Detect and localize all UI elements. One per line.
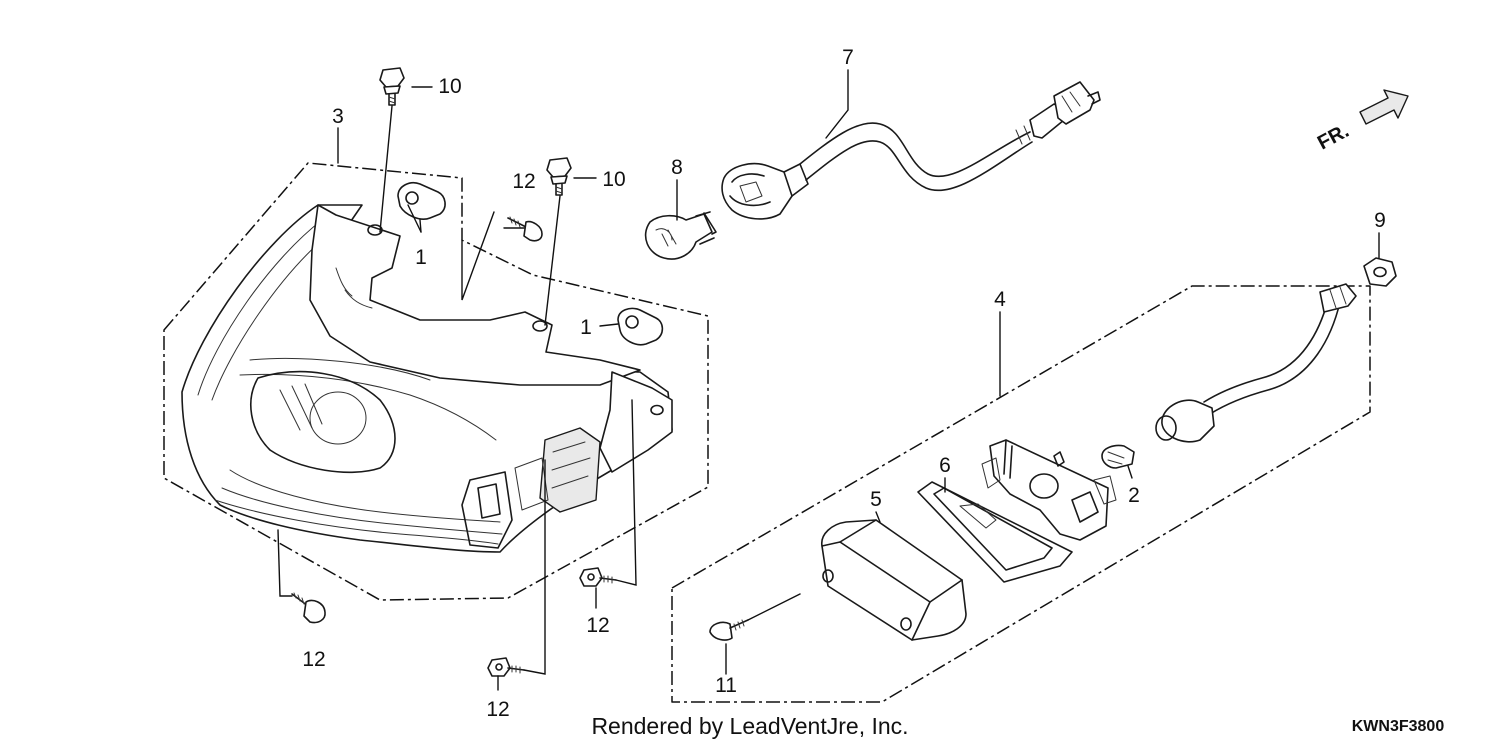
- callout-12-bottom: 12: [486, 698, 509, 721]
- callout-2: 2: [1128, 484, 1140, 507]
- callout-10-right: 10: [602, 168, 625, 191]
- callout-5: 5: [870, 488, 882, 511]
- callout-12-mid: 12: [586, 614, 609, 637]
- screw-10-left: [379, 67, 405, 106]
- credit-text: Rendered by LeadVentJre, Inc.: [591, 713, 908, 739]
- callout-1-lower: 1: [580, 316, 592, 339]
- screw-12-mid: [579, 567, 617, 587]
- diagram-code: KWN3F3800: [1352, 718, 1445, 735]
- lens-5: [821, 519, 967, 641]
- lamp-housing-3: [181, 204, 673, 553]
- lamp-base: [981, 439, 1117, 541]
- callout-8: 8: [671, 156, 683, 179]
- screw-10-right: [546, 157, 572, 196]
- callouts: 3 10 1 12 10 1 12 12 12 7 8 9 4 6 2 5 11: [302, 46, 1386, 721]
- callout-6: 6: [939, 454, 951, 477]
- callout-3: 3: [332, 105, 344, 128]
- gasket-6: [917, 481, 1073, 583]
- group-frame-3: [163, 162, 709, 601]
- callout-1-upper: 1: [415, 246, 427, 269]
- callout-4: 4: [994, 288, 1006, 311]
- screw-12-top: [507, 216, 543, 242]
- direction-label: FR.: [1314, 120, 1353, 155]
- callout-11: 11: [715, 674, 737, 697]
- callout-12-top: 12: [512, 170, 535, 193]
- clip-1-lower: [617, 307, 664, 346]
- socket-wire: [1155, 283, 1357, 443]
- nut-9: [1363, 257, 1397, 287]
- callout-12-left: 12: [302, 648, 325, 671]
- screw-11: [709, 619, 749, 641]
- clip-1-upper: [397, 181, 446, 220]
- screw-12-left: [291, 592, 326, 624]
- harness-7: [721, 81, 1101, 220]
- group-frame-4: [671, 285, 1371, 703]
- callout-7: 7: [842, 46, 854, 69]
- direction-indicator: FR.: [1314, 89, 1409, 155]
- callout-9: 9: [1374, 209, 1386, 232]
- callout-10-left: 10: [438, 75, 461, 98]
- bulb-8: [644, 211, 717, 260]
- bulb-2: [1101, 444, 1135, 469]
- screw-12-bottom: [487, 657, 525, 677]
- leader-lines: [277, 69, 1380, 691]
